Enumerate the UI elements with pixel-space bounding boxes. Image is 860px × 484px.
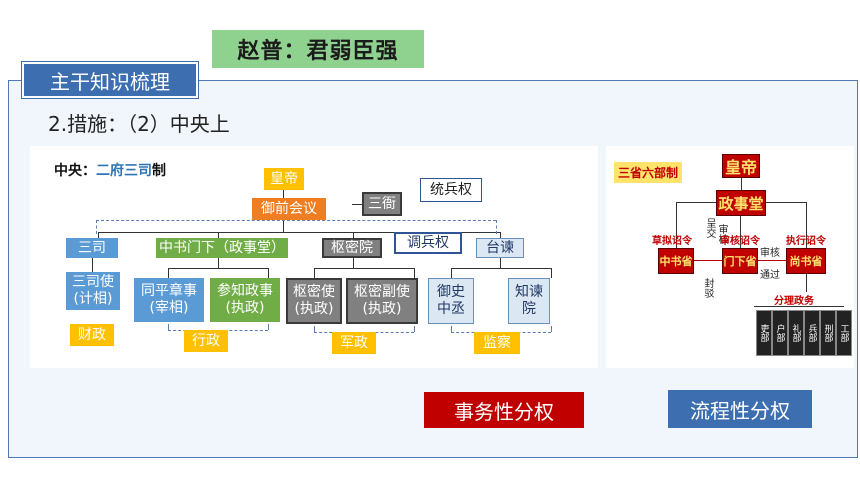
label-fengbo: 封驳 bbox=[702, 278, 713, 298]
diaobing-label: 调兵权 bbox=[394, 232, 462, 254]
diagram2-heading: 三省六部制 bbox=[614, 162, 683, 183]
ministry-li: 吏部 bbox=[756, 310, 772, 356]
sansi-node: 三司 bbox=[66, 238, 118, 258]
two-departments-three-offices-diagram: 中央：二府三司制 皇帝 御前会议 三衙 统兵权 三司 中书门下（政事堂） 枢密院… bbox=[30, 146, 598, 368]
menxiasheng-node: 门下省 bbox=[722, 248, 758, 274]
zhijianyuan-node: 知谏 院 bbox=[508, 278, 550, 324]
sansishi-node: 三司使 (计相) bbox=[66, 272, 120, 310]
ministry-hu: 户部 bbox=[772, 310, 788, 356]
tongbing-label: 统兵权 bbox=[420, 178, 482, 202]
three-departments-six-ministries-diagram: 三省六部制 皇帝 政事堂 中书省 门下省 尚书省 草拟诏令 呈交 审核 封驳 审… bbox=[606, 146, 854, 368]
liucheng-fenquan-badge: 流程性分权 bbox=[668, 390, 812, 428]
imperial-council-node: 御前会议 bbox=[252, 198, 326, 220]
jiancha-label: 监察 bbox=[474, 332, 520, 354]
section-tab[interactable]: 主干知识梳理 bbox=[22, 62, 198, 98]
ministry-li-rites: 礼部 bbox=[788, 310, 804, 356]
zhongshusheng-node: 中书省 bbox=[658, 248, 694, 274]
caizheng-label: 财政 bbox=[70, 324, 114, 346]
subtitle: 2.措施：（2）中央上 bbox=[48, 112, 230, 136]
shumishi-node: 枢密使 (执政) bbox=[286, 278, 342, 324]
sanya-node: 三衙 bbox=[362, 192, 402, 216]
shangshusheng-node: 尚书省 bbox=[786, 248, 826, 274]
xingzheng-label: 行政 bbox=[184, 330, 228, 352]
diagram-heading: 中央：二府三司制 bbox=[54, 163, 166, 179]
shumiyuan-node: 枢密院 bbox=[322, 238, 382, 258]
label-shenhe-1: 审核 bbox=[716, 224, 727, 244]
emperor-node: 皇帝 bbox=[264, 168, 304, 190]
canzhizhengshi-node: 参知政事 (执政) bbox=[210, 278, 280, 322]
ministry-xing: 刑部 bbox=[820, 310, 836, 356]
label-caoni: 草拟诏令 bbox=[652, 236, 692, 247]
shiwu-fenquan-badge: 事务性分权 bbox=[424, 392, 584, 428]
zhongshu-menxia-node: 中书门下（政事堂） bbox=[156, 238, 288, 258]
right-emperor-node: 皇帝 bbox=[722, 154, 760, 178]
label-zhixing: 执行诏令 bbox=[786, 236, 826, 247]
ministry-bing: 兵部 bbox=[804, 310, 820, 356]
label-tongguo: 通过 bbox=[760, 270, 780, 281]
zhengshitang-node: 政事堂 bbox=[716, 190, 766, 216]
taijian-node: 台谏 bbox=[476, 238, 524, 258]
label-shenhe-zhaoling: 审核诏令 bbox=[720, 236, 760, 247]
label-chengjiao: 呈交 bbox=[704, 218, 715, 238]
label-shenhe-2: 审核 bbox=[760, 248, 780, 259]
shumifushi-node: 枢密副使 (执政) bbox=[346, 278, 418, 324]
ministry-gong: 工部 bbox=[836, 310, 852, 356]
tongpingzhangshi-node: 同平章事 (宰相) bbox=[134, 278, 204, 322]
header-title: 赵普：君弱臣强 bbox=[212, 30, 424, 68]
label-fenli: 分理政务 bbox=[774, 296, 814, 307]
junzheng-label: 军政 bbox=[332, 332, 376, 354]
yushizhongcheng-node: 御史 中丞 bbox=[428, 278, 474, 324]
